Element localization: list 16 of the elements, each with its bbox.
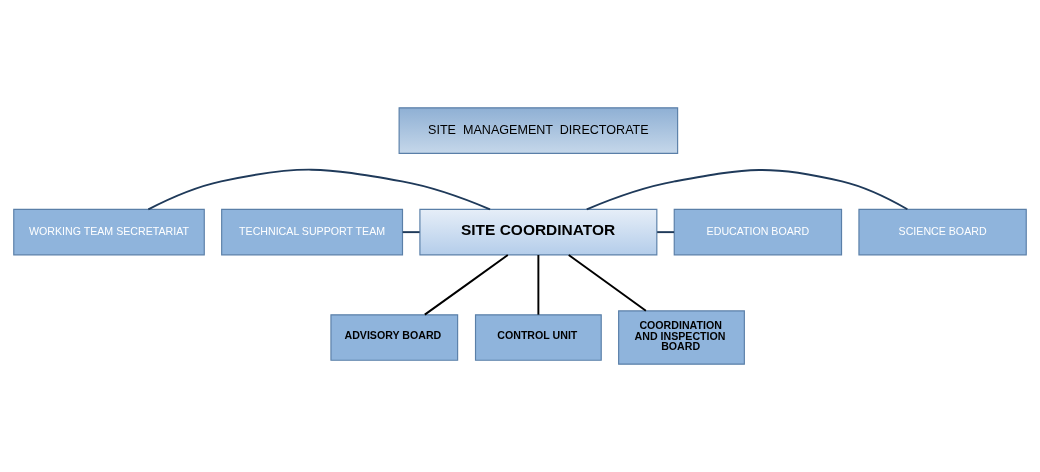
connector [423, 254, 509, 316]
node-box: TECHNICAL SUPPORT TEAM [221, 208, 404, 256]
connector [585, 169, 909, 211]
node-box: ADVISORY BOARD [330, 314, 459, 361]
node-box: WORKING TEAM SECRETARIAT [13, 208, 205, 256]
node-box: CONTROL UNIT [474, 314, 602, 361]
connector [147, 168, 491, 211]
node-box: COORDINATION AND INSPECTION BOARD [618, 310, 745, 365]
node-box: SCIENCE BOARD [858, 208, 1027, 256]
node-box: EDUCATION BOARD [673, 208, 843, 256]
connector [537, 254, 540, 316]
node-box: SITE COORDINATOR [419, 208, 658, 256]
connector [401, 231, 421, 234]
connector [567, 254, 647, 312]
node-box: SITE MANAGEMENT DIRECTORATE [398, 107, 679, 154]
connector [656, 231, 676, 234]
